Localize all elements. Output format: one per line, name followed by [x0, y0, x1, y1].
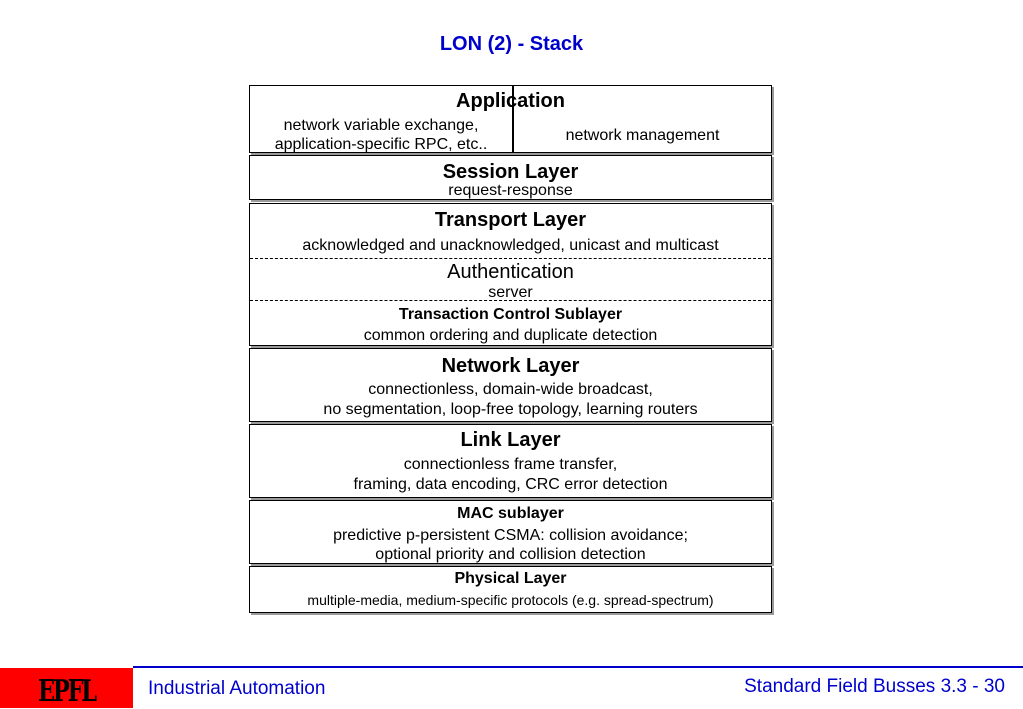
transport-desc: acknowledged and unacknowledged, unicast…: [302, 237, 719, 254]
physical-title: Physical Layer: [454, 570, 567, 587]
transport-dashed-divider-1: [250, 258, 771, 259]
page-title: LON (2) - Stack: [439, 33, 584, 55]
mac-sublayer-box: MAC sublayer predictive p-persistent CSM…: [249, 500, 772, 564]
transaction-control-title: Transaction Control Sublayer: [398, 306, 623, 323]
session-desc: request-response: [448, 182, 573, 199]
physical-layer-box: Physical Layer multiple-media, medium-sp…: [249, 566, 772, 613]
epfl-logo: EPFL: [38, 674, 97, 709]
link-title: Link Layer: [460, 429, 561, 451]
link-line2: framing, data encoding, CRC error detect…: [353, 476, 668, 493]
link-layer-box: Link Layer connectionless frame transfer…: [249, 424, 772, 498]
footer-slide-reference: Standard Field Busses 3.3 - 30: [744, 676, 1005, 697]
network-line2: no segmentation, loop-free topology, lea…: [323, 401, 698, 418]
authentication-title: Authentication: [447, 261, 574, 283]
transport-layer-box: Transport Layer acknowledged and unackno…: [249, 203, 772, 346]
link-line1: connectionless frame transfer,: [403, 456, 618, 473]
footer-divider: [133, 666, 1023, 668]
application-title: Application: [456, 90, 565, 112]
application-layer-box: Application network variable exchange, a…: [249, 85, 772, 153]
application-divider: [512, 86, 514, 152]
application-right-text: network management: [565, 127, 720, 144]
physical-desc: multiple-media, medium-specific protocol…: [307, 592, 714, 608]
session-layer-box: Session Layer request-response: [249, 155, 772, 200]
transaction-control-desc: common ordering and duplicate detection: [363, 327, 658, 344]
transport-dashed-divider-2: [250, 300, 771, 301]
mac-line1: predictive p-persistent CSMA: collision …: [333, 527, 688, 544]
transport-title: Transport Layer: [434, 209, 587, 231]
footer-course-name: Industrial Automation: [148, 678, 326, 699]
logo-background: [0, 668, 133, 708]
application-left-line2: application-specific RPC, etc..: [274, 136, 488, 154]
session-title: Session Layer: [442, 161, 579, 183]
network-line1: connectionless, domain-wide broadcast,: [368, 381, 653, 398]
authentication-desc: server: [488, 284, 533, 301]
network-layer-box: Network Layer connectionless, domain-wid…: [249, 348, 772, 422]
application-left-text: network variable exchange, application-s…: [250, 116, 512, 154]
mac-line2: optional priority and collision detectio…: [375, 546, 646, 563]
network-title: Network Layer: [441, 355, 580, 377]
mac-title: MAC sublayer: [457, 505, 564, 522]
application-left-line1: network variable exchange,: [283, 117, 479, 134]
